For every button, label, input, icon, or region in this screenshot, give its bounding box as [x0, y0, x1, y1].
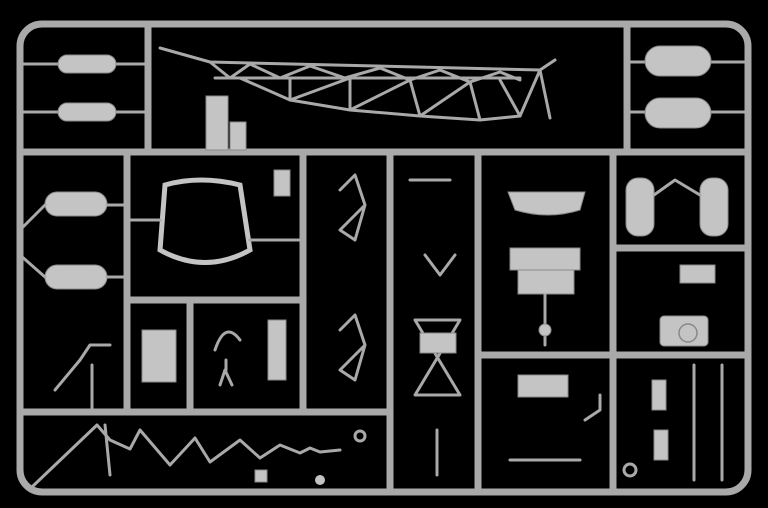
- tank-part: [625, 177, 655, 237]
- capsule-part: [57, 54, 117, 74]
- sprue-frame: [16, 20, 752, 496]
- pod-part: [44, 191, 108, 217]
- truss-boom-part: [158, 46, 557, 151]
- tank-part: [644, 97, 712, 129]
- canopy-frame-part: [157, 177, 253, 265]
- pod-part: [44, 264, 108, 290]
- parts: [18, 45, 750, 488]
- capsule-part: [57, 102, 117, 122]
- tank-part: [699, 177, 729, 237]
- tank-part: [644, 45, 712, 77]
- hull-part: [507, 191, 586, 216]
